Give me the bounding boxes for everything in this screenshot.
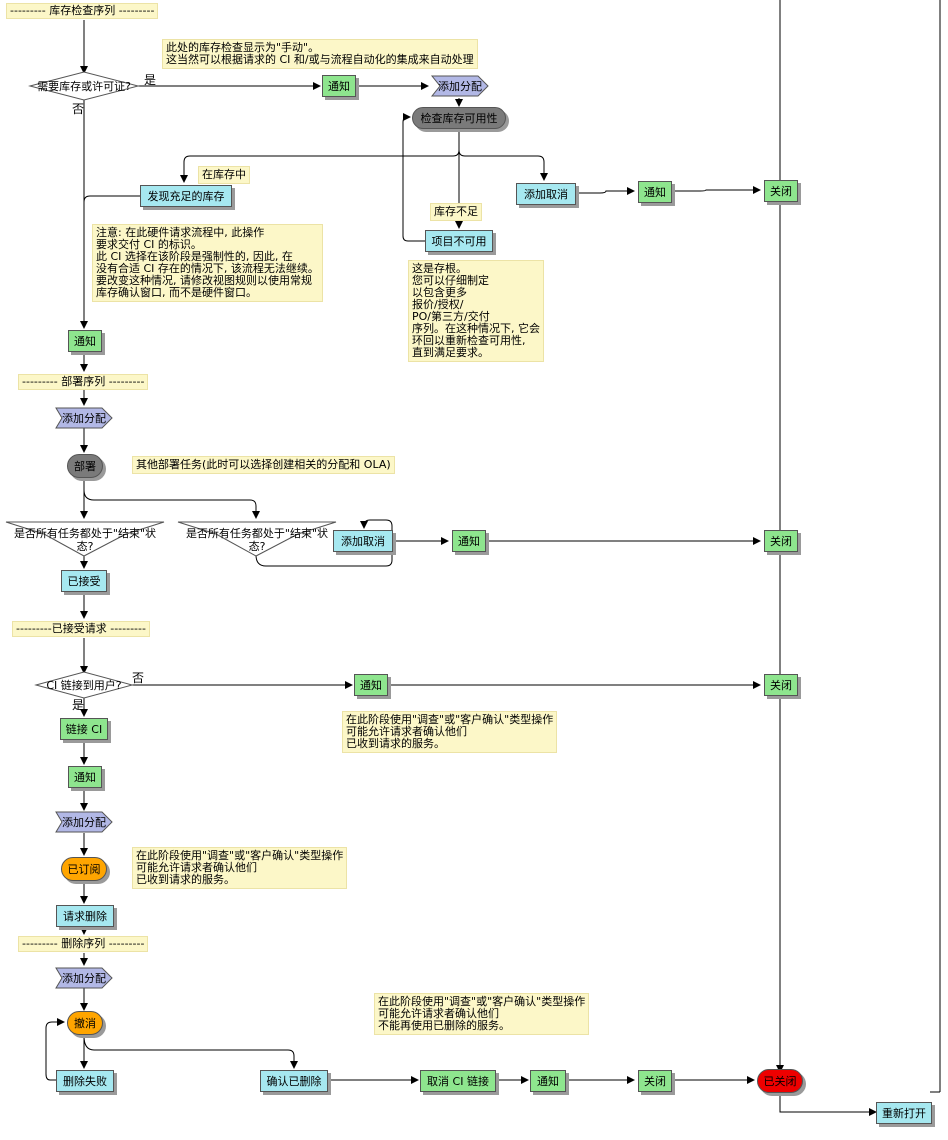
node-add-assignment-3[interactable]: 添加分配	[62, 816, 106, 829]
note-survey-3: 在此阶段使用"调查"或"客户确认"类型操作 可能允许请求者确认他们 不能再使用已…	[374, 993, 590, 1035]
note-survey-1: 在此阶段使用"调查"或"客户确认"类型操作 可能允许请求者确认他们 已收到请求的…	[342, 711, 558, 753]
node-notify-4[interactable]: 通知	[452, 530, 486, 552]
note-survey-2: 在此阶段使用"调查"或"客户确认"类型操作 可能允许请求者确认他们 已收到请求的…	[132, 847, 348, 889]
node-add-cancel-2[interactable]: 添加取消	[333, 530, 393, 552]
node-notify-5[interactable]: 通知	[354, 674, 388, 696]
node-notify-6[interactable]: 通知	[68, 766, 102, 788]
node-check-stock[interactable]: 检查库存可用性	[412, 107, 506, 129]
note-manual-check: 此处的库存检查显示为"手动"。 这当然可以根据请求的 CI 和/或与流程自动化的…	[162, 39, 478, 69]
section-inventory: --------- 库存检查序列 ---------	[6, 3, 159, 19]
section-delete: --------- 删除序列 ---------	[18, 936, 149, 952]
decision-shapes	[5, 71, 337, 699]
node-reopen[interactable]: 重新打开	[876, 1102, 932, 1124]
node-found-stock[interactable]: 发现充足的库存	[140, 185, 232, 207]
label-yes-1: 是	[144, 73, 157, 87]
node-add-assignment-4[interactable]: 添加分配	[62, 972, 106, 985]
node-close-3[interactable]: 关闭	[764, 674, 798, 696]
node-notify-2[interactable]: 通知	[638, 181, 672, 203]
node-confirm-deleted[interactable]: 确认已删除	[260, 1070, 328, 1092]
decision-all-tasks-closed-1: 是否所有任务都处于"结束"状态?	[13, 527, 157, 553]
node-link-ci[interactable]: 链接 CI	[60, 718, 108, 740]
node-accepted[interactable]: 已接受	[61, 570, 107, 592]
node-close-4[interactable]: 关闭	[638, 1070, 672, 1092]
node-request-delete[interactable]: 请求删除	[56, 905, 114, 927]
node-delete-failed[interactable]: 删除失败	[56, 1070, 114, 1092]
node-subscribed[interactable]: 已订阅	[61, 857, 107, 881]
node-cancel[interactable]: 撤消	[67, 1011, 103, 1035]
node-notify-3[interactable]: 通知	[68, 330, 102, 352]
node-close-2[interactable]: 关闭	[764, 530, 798, 552]
label-no-2: 否	[132, 671, 145, 685]
node-notify-1[interactable]: 通知	[322, 75, 356, 97]
label-no-1: 否	[72, 102, 85, 116]
section-deploy: --------- 部署序列 ---------	[18, 374, 149, 390]
node-closed[interactable]: 已关闭	[757, 1069, 803, 1093]
note-in-stock: 在库存中	[198, 166, 250, 184]
section-accepted: ---------已接受请求 ---------	[12, 621, 150, 637]
node-item-unavailable[interactable]: 项目不可用	[425, 230, 493, 252]
node-add-assignment-2[interactable]: 添加分配	[62, 412, 106, 425]
node-add-cancel-1[interactable]: 添加取消	[516, 183, 576, 205]
note-ci-required: 注意: 在此硬件请求流程中, 此操作 要求交付 CI 的标识。 此 CI 选择在…	[92, 224, 323, 302]
node-notify-7[interactable]: 通知	[530, 1070, 566, 1092]
note-other-tasks: 其他部署任务(此时可以选择创建相关的分配和 OLA)	[132, 456, 395, 474]
decision-ci-linked: CI 链接到用户?	[46, 679, 122, 692]
note-stub: 这是存根。 您可以仔细制定 以包含更多 报价/授权/ PO/第三方/交付 序列。…	[408, 260, 544, 362]
decision-need-inventory: 需要库存或许可证?	[37, 80, 131, 93]
node-close-1[interactable]: 关闭	[764, 180, 798, 202]
decision-all-tasks-closed-2: 是否所有任务都处于"结束"状态?	[185, 527, 329, 553]
node-add-assignment-1[interactable]: 添加分配	[438, 80, 482, 93]
note-insufficient-stock: 库存不足	[430, 203, 482, 221]
connector-lines	[45, 0, 941, 1116]
label-yes-2: 是	[72, 698, 85, 712]
node-deploy[interactable]: 部署	[67, 454, 103, 478]
node-cancel-ci-link[interactable]: 取消 CI 链接	[420, 1070, 496, 1092]
assignment-shapes	[55, 75, 489, 989]
